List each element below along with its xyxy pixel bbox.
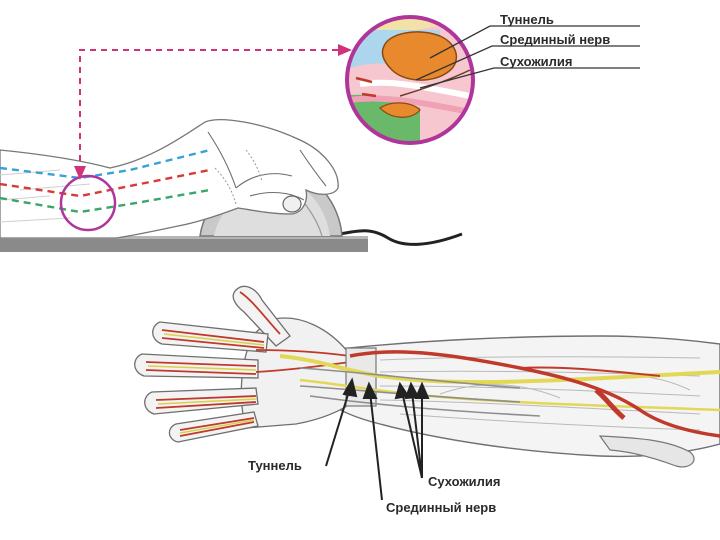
median-nerve bbox=[279, 354, 720, 385]
desk-surface bbox=[0, 238, 368, 252]
hand-anatomy-illustration: Туннель Сухожилия Срединный нерв bbox=[134, 285, 720, 515]
thumb bbox=[232, 285, 291, 347]
wrist-highlight-circle bbox=[59, 174, 117, 232]
dashed-line-red bbox=[0, 168, 211, 198]
finger-nerves bbox=[147, 333, 265, 434]
dashed-line-green bbox=[0, 188, 211, 214]
middle-finger bbox=[134, 353, 259, 379]
index-finger bbox=[152, 321, 269, 353]
tunnel-bone-shape bbox=[381, 31, 458, 81]
label-tendons-bottom: Сухожилия bbox=[428, 474, 501, 489]
hand-on-mouse-illustration bbox=[0, 44, 463, 252]
label-median-nerve-bottom: Срединный нерв bbox=[386, 500, 496, 515]
magnified-cross-section: Туннель Срединный нерв Сухожилия bbox=[345, 12, 640, 145]
dashed-line-blue bbox=[0, 148, 211, 180]
dashed-connector-arrow bbox=[74, 44, 352, 180]
mouse-cable bbox=[339, 229, 463, 246]
label-median-nerve-top: Срединный нерв bbox=[500, 32, 610, 47]
cross-section-leader-lines bbox=[415, 25, 640, 89]
anatomy-leader-arrows bbox=[325, 377, 430, 501]
label-tunnel-bottom: Туннель bbox=[248, 458, 302, 473]
forearm-outline bbox=[327, 335, 720, 458]
finger-vessels bbox=[145, 291, 351, 437]
magnifier-ring bbox=[345, 15, 475, 145]
radial-artery bbox=[349, 350, 720, 438]
label-tendons-top: Сухожилия bbox=[500, 54, 573, 69]
label-tunnel-top: Туннель bbox=[500, 12, 554, 27]
